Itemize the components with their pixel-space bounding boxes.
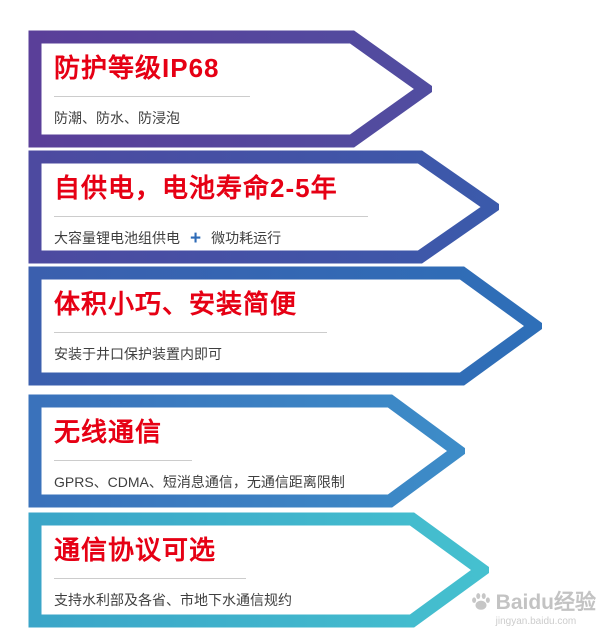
row-title: 通信协议可选 bbox=[54, 530, 247, 579]
arrow-banner-icon bbox=[28, 394, 465, 508]
row-content: 通信协议可选 支持水利部及各省、市地下水通信规约 bbox=[54, 530, 292, 610]
row-subtitle: 安装于井口保护装置内即可 bbox=[54, 346, 222, 362]
watermark-brand: Baidu经验 bbox=[495, 590, 596, 614]
arrow-banner-icon bbox=[28, 150, 499, 264]
feature-row-power: 自供电，电池寿命2-5年 大容量锂电池组供电 + 微功耗运行 bbox=[28, 150, 499, 264]
arrow-banner-icon bbox=[28, 30, 432, 148]
plus-icon: + bbox=[190, 228, 202, 249]
watermark-top: Baidu经验 bbox=[470, 591, 596, 614]
row-content: 自供电，电池寿命2-5年 大容量锂电池组供电 + 微功耗运行 bbox=[54, 168, 368, 250]
row-content: 体积小巧、安装简便 安装于井口保护装置内即可 bbox=[54, 284, 328, 364]
row-title: 无线通信 bbox=[54, 412, 193, 461]
row-subtitle: 防潮、防水、防浸泡 bbox=[54, 110, 180, 126]
row-content: 防护等级IP68 防潮、防水、防浸泡 bbox=[54, 48, 250, 128]
row-subtitle: GPRS、CDMA、短消息通信，无通信距离限制 bbox=[54, 474, 345, 490]
subtitle-right: 微功耗运行 bbox=[211, 230, 282, 246]
watermark: Baidu经验 jingyan.baidu.com bbox=[470, 591, 596, 627]
row-subtitle: 大容量锂电池组供电 + 微功耗运行 bbox=[54, 228, 368, 250]
feature-row-wireless: 无线通信 GPRS、CDMA、短消息通信，无通信距离限制 bbox=[28, 394, 465, 508]
feature-row-protocol: 通信协议可选 支持水利部及各省、市地下水通信规约 bbox=[28, 512, 489, 628]
subtitle-left: 大容量锂电池组供电 bbox=[54, 230, 180, 246]
feature-row-size: 体积小巧、安装简便 安装于井口保护装置内即可 bbox=[28, 266, 542, 386]
feature-row-protection: 防护等级IP68 防潮、防水、防浸泡 bbox=[28, 30, 432, 148]
arrow-banner-icon bbox=[28, 266, 542, 386]
row-subtitle: 支持水利部及各省、市地下水通信规约 bbox=[54, 592, 292, 608]
row-title: 体积小巧、安装简便 bbox=[54, 284, 328, 333]
row-content: 无线通信 GPRS、CDMA、短消息通信，无通信距离限制 bbox=[54, 412, 345, 492]
row-title: 防护等级IP68 bbox=[54, 48, 250, 97]
baidu-paw-icon bbox=[471, 593, 490, 611]
arrow-banner-icon bbox=[28, 512, 489, 628]
row-title: 自供电，电池寿命2-5年 bbox=[54, 168, 368, 217]
watermark-url: jingyan.baidu.com bbox=[495, 616, 577, 627]
